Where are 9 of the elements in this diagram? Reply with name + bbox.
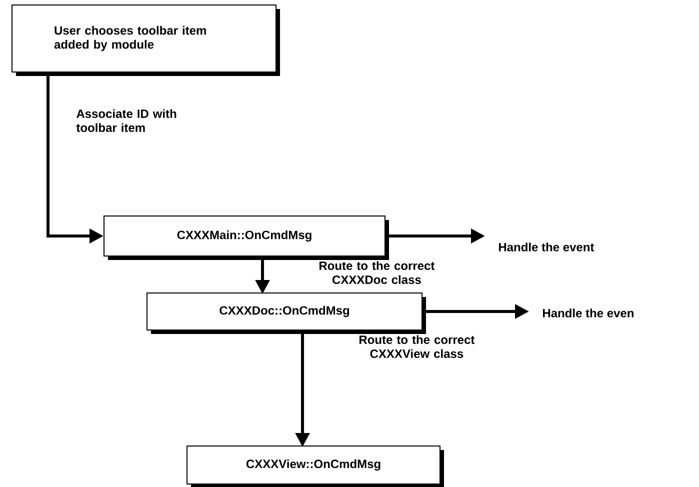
process-box: CXXXDoc::OnCmdMsg <box>146 292 426 334</box>
process-box: CXXXView::OnCmdMsg <box>186 445 444 487</box>
process-box: User chooses toolbar item added by module <box>12 4 280 76</box>
process-box: CXXXMain::OnCmdMsg <box>104 216 389 260</box>
edge-label: Route to the correct CXXXView class <box>360 335 475 358</box>
outcome-text: Handle the even <box>543 308 634 318</box>
edge-label: Route to the correct CXXXDoc class <box>320 261 435 284</box>
edge-label: Associate ID with toolbar item <box>76 109 176 132</box>
outcome-text: Handle the event <box>499 242 594 252</box>
